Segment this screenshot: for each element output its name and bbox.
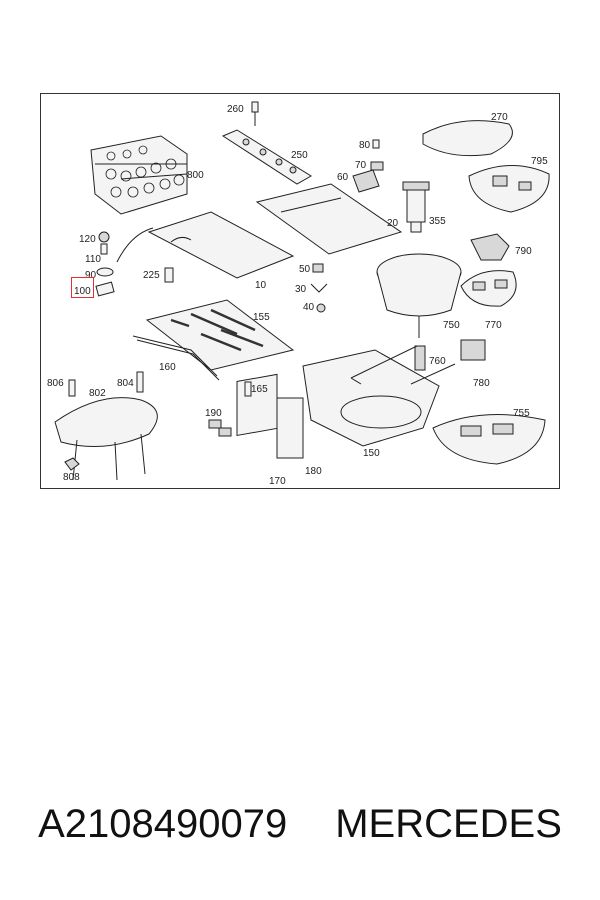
- label-808: 808: [63, 472, 80, 483]
- label-780: 780: [473, 378, 490, 389]
- part-802-plate: [54, 371, 158, 481]
- label-110: 110: [85, 254, 101, 265]
- label-40: 40: [303, 302, 315, 313]
- part-165-170-180-190-module: [208, 373, 304, 459]
- part-750-bowl: [376, 253, 462, 338]
- caption: A2108490079 MERCEDES: [0, 802, 600, 847]
- label-755: 755: [513, 408, 530, 419]
- label-355: 355: [429, 216, 446, 227]
- label-802: 802: [89, 388, 106, 399]
- label-10: 10: [255, 280, 267, 291]
- label-70: 70: [355, 160, 367, 171]
- part-90-110-120-fasteners: [95, 227, 154, 297]
- part-355-jack: [402, 181, 430, 233]
- part-250-rail: [221, 101, 312, 185]
- label-60: 60: [337, 172, 349, 183]
- part-760-spring: [414, 345, 426, 371]
- label-760: 760: [429, 356, 446, 367]
- parts-diagram: 260 250 270 800 80 70 60 795 355 20 120 …: [40, 93, 560, 489]
- label-20: 20: [387, 218, 399, 229]
- label-155: 155: [253, 312, 270, 323]
- part-800-basket: [90, 135, 188, 215]
- part-10-load-floor: [147, 211, 295, 279]
- label-120: 120: [79, 234, 96, 245]
- label-190: 190: [205, 408, 222, 419]
- label-30: 30: [295, 284, 307, 295]
- highlight-marker: [71, 277, 94, 298]
- part-number: A2108490079: [38, 802, 288, 846]
- part-30-40-50-hooks: [310, 263, 328, 313]
- label-800: 800: [187, 170, 204, 181]
- label-100: 100: [74, 286, 91, 297]
- part-770-holder: [460, 270, 517, 307]
- label-260: 260: [227, 104, 244, 115]
- label-804: 804: [117, 378, 134, 389]
- label-165: 165: [251, 384, 268, 395]
- label-806: 806: [47, 378, 64, 389]
- label-225: 225: [143, 270, 160, 281]
- label-150: 150: [363, 448, 380, 459]
- label-90: 90: [85, 270, 97, 281]
- exploded-view-drawing: 260 250 270 800 80 70 60 795 355 20 120 …: [47, 101, 550, 487]
- part-795-tray: [468, 165, 550, 213]
- label-80: 80: [359, 140, 371, 151]
- part-155-tray: [145, 299, 295, 371]
- part-790-clip: [470, 233, 510, 261]
- label-50: 50: [299, 264, 311, 275]
- part-20-floor-panel: [255, 183, 403, 255]
- label-170: 170: [269, 476, 286, 487]
- label-270: 270: [491, 112, 508, 123]
- label-750: 750: [443, 320, 460, 331]
- label-250: 250: [291, 150, 308, 161]
- part-225-clip: [164, 267, 174, 283]
- part-160-seal: [132, 335, 220, 381]
- label-180: 180: [305, 466, 322, 477]
- part-60-70-80-clips: [352, 139, 384, 193]
- label-160: 160: [159, 362, 176, 373]
- label-770: 770: [485, 320, 502, 331]
- label-790: 790: [515, 246, 532, 257]
- part-270-cover: [422, 120, 513, 157]
- part-755-tray: [432, 414, 546, 465]
- brand-name: MERCEDES: [335, 802, 562, 846]
- label-795: 795: [531, 156, 548, 167]
- part-150-spare-wheel-well: [302, 345, 456, 447]
- part-780-block: [460, 339, 486, 361]
